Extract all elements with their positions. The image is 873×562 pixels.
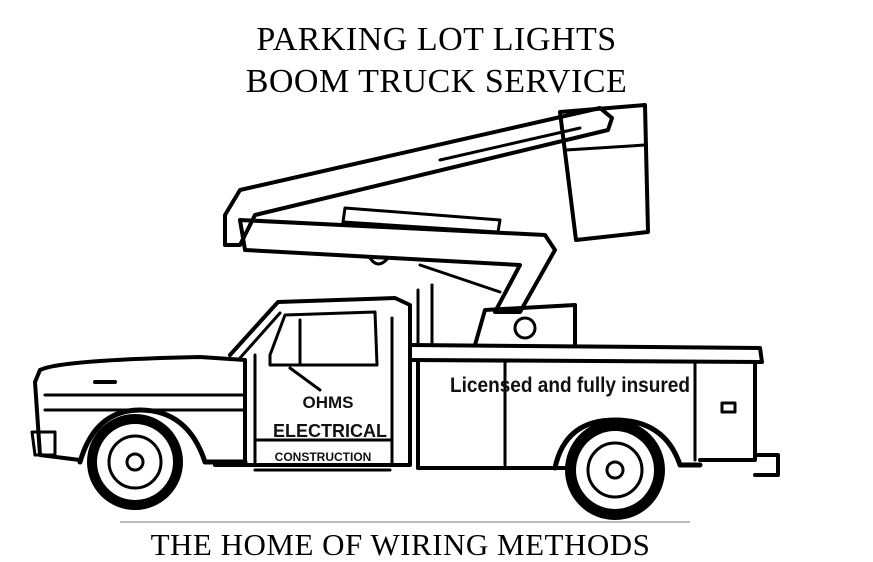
turret xyxy=(473,303,577,347)
rear-wheel xyxy=(565,420,665,520)
heading-line-2: BOOM TRUCK SERVICE xyxy=(245,63,628,100)
front-wheel xyxy=(87,414,183,510)
bucket xyxy=(558,103,650,242)
cab xyxy=(228,296,412,467)
tagline: THE HOME OF WIRING METHODS xyxy=(150,527,651,562)
lower-boom xyxy=(238,218,557,314)
cab-window xyxy=(268,310,379,367)
truck-bed xyxy=(408,343,764,364)
door-text-construction: CONSTRUCTION xyxy=(275,450,372,464)
door-text-ohms: OHMS xyxy=(303,393,354,412)
upper-boom xyxy=(223,106,614,247)
bed-text: Licensed and fully insured xyxy=(450,374,690,397)
hood xyxy=(38,355,247,467)
door-text-electrical: ELECTRICAL xyxy=(273,421,387,441)
heading-line-1: PARKING LOT LIGHTS xyxy=(256,21,617,58)
